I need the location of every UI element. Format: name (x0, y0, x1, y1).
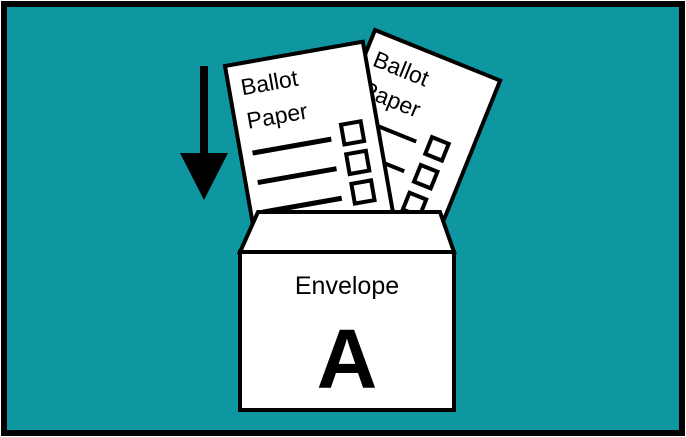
envelope-flap (240, 212, 454, 252)
envelope-label: Envelope (295, 272, 399, 300)
envelope: Envelope A (240, 212, 454, 410)
envelope-letter: A (317, 312, 378, 406)
